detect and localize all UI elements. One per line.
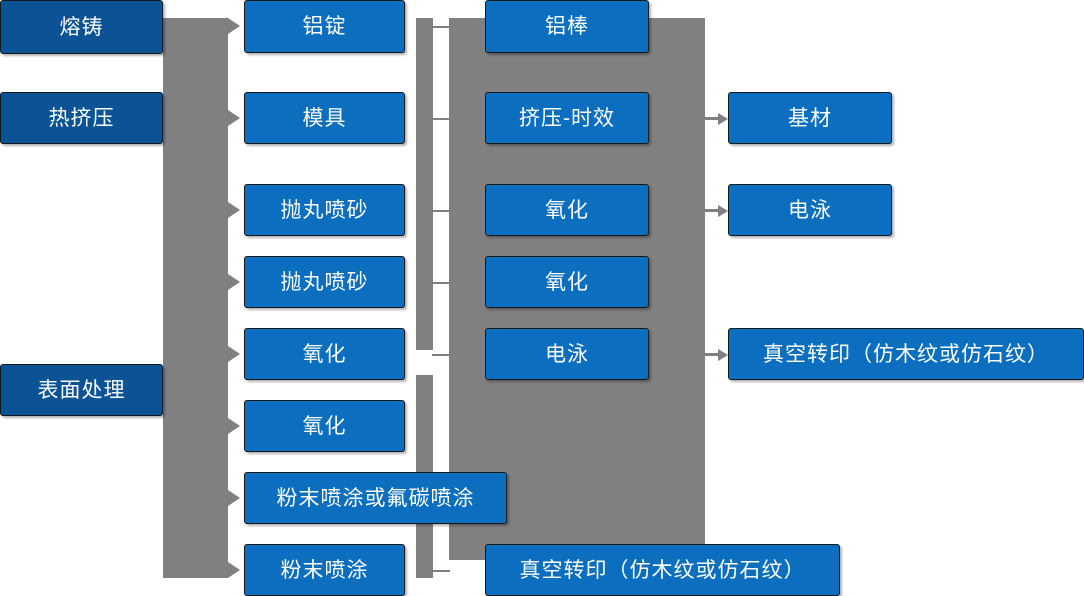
node-label-m6: 氧化 [302,414,347,438]
conn-p3-to-o2-arrow-icon [705,204,728,217]
node-m5[interactable]: 氧化 [244,328,405,380]
node-s3[interactable]: 表面处理 [0,364,163,416]
node-p4[interactable]: 氧化 [485,256,649,308]
node-m8[interactable]: 粉末喷涂 [244,544,405,596]
node-label-p2: 挤压-时效 [519,106,615,130]
arrow-to-m2-icon [228,110,240,126]
band-stage-to-material [163,18,228,578]
tick-2 [432,118,450,120]
node-label-p4: 氧化 [545,270,589,294]
node-label-m7: 粉末喷涂或氟碳喷涂 [276,486,475,510]
node-p5[interactable]: 电泳 [485,328,649,380]
conn-p2-to-o1-arrow-icon [705,112,728,125]
tick-6 [432,570,450,572]
node-p1[interactable]: 铝棒 [485,0,649,53]
tick-1 [432,26,450,28]
tick-5 [432,354,450,356]
node-m6[interactable]: 氧化 [244,400,405,452]
node-label-p5: 电泳 [545,342,589,366]
node-label-o3: 真空转印（仿木纹或仿石纹） [763,342,1049,366]
node-s2[interactable]: 热挤压 [0,92,163,144]
node-m4[interactable]: 抛丸喷砂 [244,256,405,308]
node-label-p1: 铝棒 [545,15,589,38]
conn-p5-to-o3-arrow-icon [705,348,728,361]
node-label-m4: 抛丸喷砂 [280,270,369,294]
arrow-to-m5-icon [228,346,240,362]
node-p6[interactable]: 真空转印（仿木纹或仿石纹） [485,544,840,596]
node-m1[interactable]: 铝锭 [244,0,405,53]
arrow-to-m7-icon [228,490,240,506]
node-label-m3: 抛丸喷砂 [280,198,369,222]
node-label-m8: 粉末喷涂 [280,558,369,582]
node-label-p6: 真空转印（仿木纹或仿石纹） [519,558,806,582]
arrow-to-m6-icon [228,418,240,434]
arrow-to-m4-icon [228,274,240,290]
node-o3[interactable]: 真空转印（仿木纹或仿石纹） [728,328,1084,380]
node-m2[interactable]: 模具 [244,92,405,144]
arrow-to-m1-icon [228,18,240,34]
node-p2[interactable]: 挤压-时效 [485,92,649,144]
node-m3[interactable]: 抛丸喷砂 [244,184,405,236]
tick-4 [432,282,450,284]
node-m7[interactable]: 粉末喷涂或氟碳喷涂 [244,472,507,524]
node-label-s3: 表面处理 [37,378,126,402]
arrow-to-m8-icon [228,562,240,578]
arrow-to-m3-icon [228,202,240,218]
node-label-m2: 模具 [302,106,347,130]
node-o1[interactable]: 基材 [728,92,892,144]
node-o2[interactable]: 电泳 [728,184,892,236]
conn-stage3-to-band-arrow-icon [163,384,190,397]
node-s1[interactable]: 熔铸 [0,0,163,54]
node-label-s2: 热挤压 [48,106,115,130]
band-narrow-upper [416,18,433,350]
node-label-m5: 氧化 [302,342,347,366]
node-label-s1: 熔铸 [59,15,104,39]
node-label-m1: 铝锭 [302,15,347,38]
node-p3[interactable]: 氧化 [485,184,649,236]
tick-3 [432,210,450,212]
node-label-o1: 基材 [788,106,832,130]
node-label-o2: 电泳 [788,198,832,222]
node-label-p3: 氧化 [545,198,589,222]
